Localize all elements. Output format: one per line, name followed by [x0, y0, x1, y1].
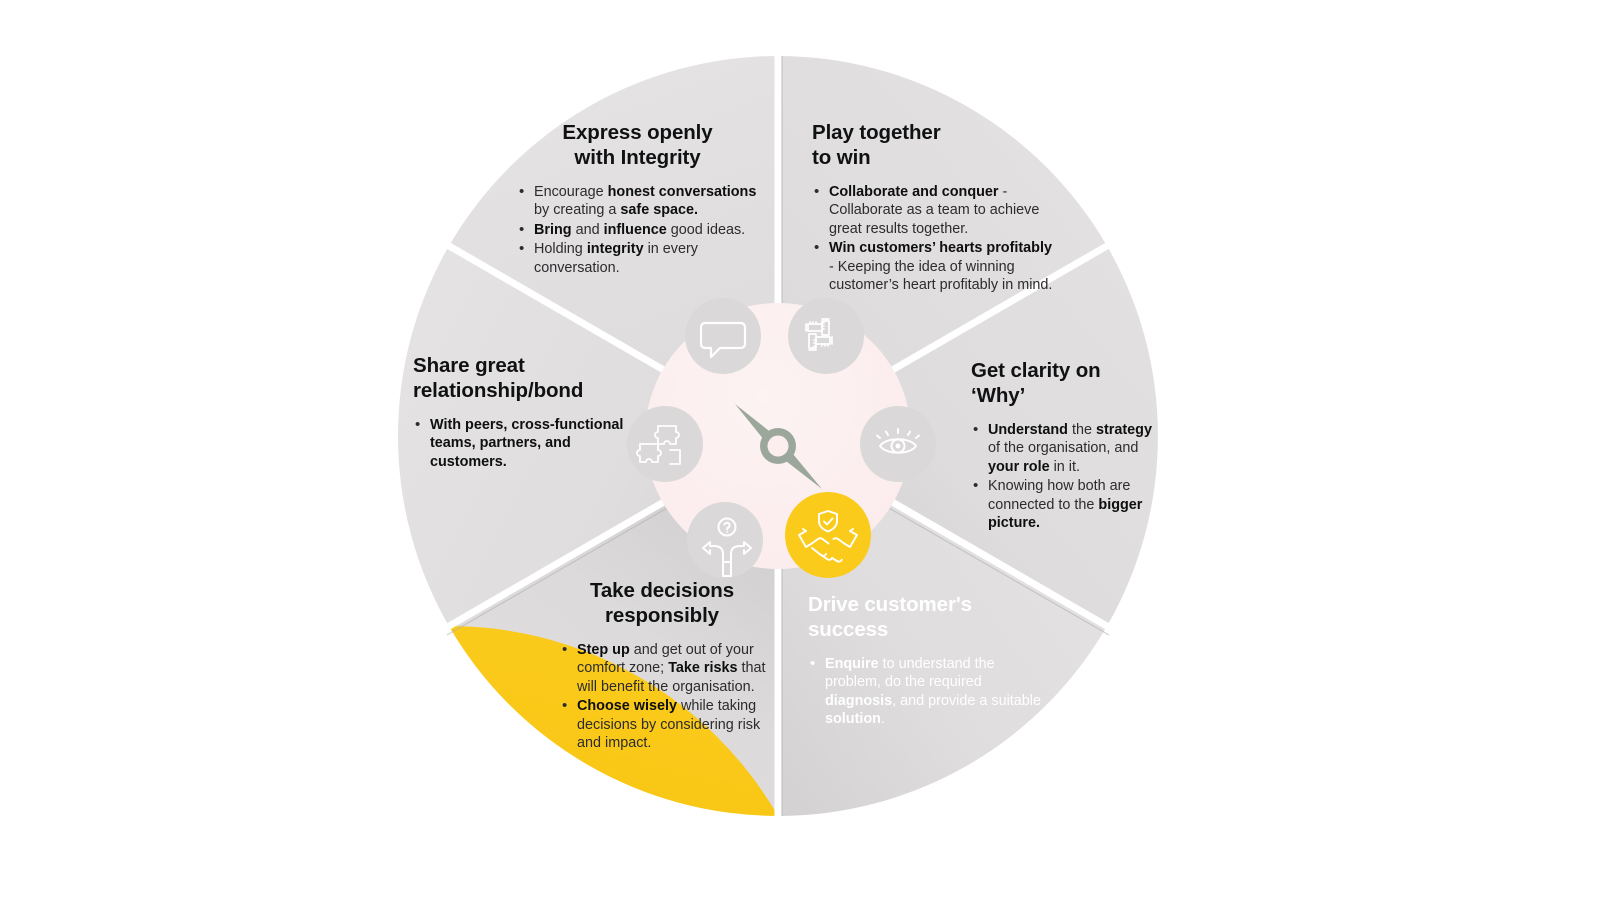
bullet-item: •Bring and influence good ideas. [519, 220, 746, 238]
bullet-item: •Step up and get out of your comfort zon… [562, 641, 766, 695]
segment-bullet-list: •Encourage honest conversations by creat… [517, 183, 772, 277]
bullet-item: •Collaborate and conquer - Collaborate a… [814, 183, 1040, 237]
bullet-dot-icon: • [814, 239, 820, 257]
bullet-item: •Win customers’ hearts profitably - Keep… [814, 239, 1053, 294]
segment-bullet-list: •Collaborate and conquer - Collaborate a… [812, 183, 1060, 295]
bullet-dot-icon: • [814, 183, 820, 200]
bullet-item: •Encourage honest conversations by creat… [519, 183, 757, 219]
segment-bullet-list: •Enquire to understand the problem, do t… [808, 655, 1043, 729]
icon-badge-four-hands[interactable] [788, 298, 864, 374]
bullet-dot-icon: • [973, 421, 979, 438]
bullet-dot-icon: • [519, 240, 525, 258]
segment-text-express-openly-with-integrity: Express openly with Integrity •Encourage… [517, 120, 772, 278]
icon-badge-speech-bubble[interactable] [685, 298, 761, 374]
segment-title: Share great relationship/bond [413, 354, 584, 402]
segment-text-take-decisions-responsibly: Take decisions responsibly •Step up and … [560, 578, 772, 754]
bullet-item: •With peers, cross-functional teams, par… [415, 416, 624, 470]
bullet-dot-icon: • [562, 697, 568, 715]
segment-title: Take decisions responsibly [589, 579, 735, 627]
bullet-dot-icon: • [562, 641, 568, 658]
segment-bullet-list: •Understand the strategy of the organisa… [971, 421, 1167, 533]
icon-badge-handshake[interactable] [785, 492, 871, 578]
bullet-item: •Knowing how both are connected to the b… [973, 477, 1143, 532]
segment-bullet-list: •Step up and get out of your comfort zon… [560, 641, 772, 753]
segment-text-drive-customers-success: Drive customer's success •Enquire to und… [808, 592, 1043, 730]
segment-title: Play together to win [812, 121, 941, 169]
segment-share-great-relationship-bond[interactable] [398, 246, 778, 626]
segment-title: Get clarity on ‘Why’ [971, 359, 1101, 407]
segment-text-get-clarity-on-why: Get clarity on ‘Why’ •Understand the str… [971, 358, 1167, 534]
segment-text-share-great-relationship-bond: Share great relationship/bond •With peer… [413, 353, 628, 472]
bullet-item: •Understand the strategy of the organisa… [973, 421, 1152, 475]
bullet-dot-icon: • [519, 183, 525, 200]
icon-badge-eye[interactable] [860, 406, 936, 482]
bullet-item: •Choose wisely while taking decisions by… [562, 697, 761, 752]
bullet-item: •Holding integrity in every conversation… [519, 240, 698, 276]
segment-text-play-together-to-win: Play together to win •Collaborate and co… [812, 120, 1060, 296]
compass-needle-icon [735, 404, 822, 489]
segment-title: Express openly with Integrity [562, 121, 713, 169]
segment-title: Drive customer's success [808, 593, 972, 641]
bullet-item: •Enquire to understand the problem, do t… [810, 655, 1041, 728]
segment-bullet-list: •With peers, cross-functional teams, par… [413, 416, 628, 471]
bullet-dot-icon: • [519, 220, 525, 238]
bullet-dot-icon: • [415, 416, 421, 433]
bullet-dot-icon: • [973, 477, 979, 495]
bullet-dot-icon: • [810, 655, 816, 672]
icon-badge-road-fork[interactable] [687, 502, 763, 578]
icon-badge-puzzle[interactable] [627, 406, 703, 482]
